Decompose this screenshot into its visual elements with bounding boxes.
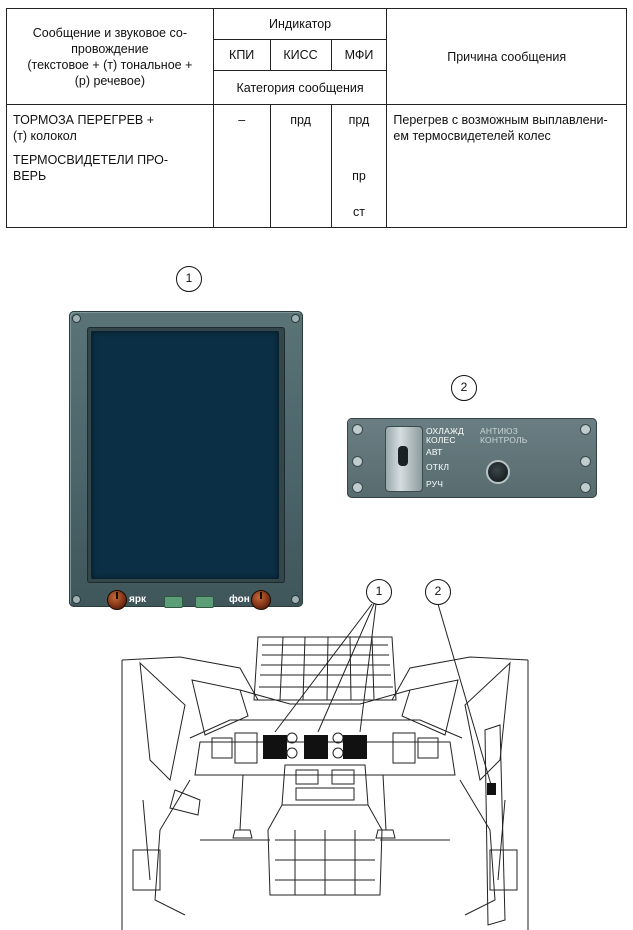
callout-2-panel: 2 [451, 375, 477, 401]
screw-icon [580, 482, 591, 493]
kiss-value: прд [290, 113, 311, 127]
mfi-value-1: прд [348, 113, 370, 127]
cooling-label-2: КОЛЕС [426, 435, 456, 445]
background-knob[interactable] [251, 590, 271, 610]
background-label: фон [229, 594, 250, 605]
mfi-value-3: ст [352, 205, 365, 219]
mfi-display-unit: ярк фон [69, 311, 303, 610]
screw-icon [291, 314, 300, 323]
screw-icon [580, 456, 591, 467]
screw-icon [352, 424, 363, 435]
header-indicator: Индикатор [212, 8, 388, 40]
screw-icon [72, 595, 81, 604]
header-kiss: КИСС [269, 39, 332, 71]
screw-icon [352, 482, 363, 493]
header-mfi: МФИ [330, 39, 388, 71]
antiskid-label-1: АНТИЮЗ [480, 426, 519, 436]
message-table: Сообщение и звуковое со- провождение (те… [6, 8, 627, 228]
header-message-cell: Сообщение и звуковое со- провождение (те… [6, 8, 214, 105]
kpi-value: – [238, 113, 246, 127]
mfi-button-right[interactable] [195, 596, 214, 608]
mfi-cell: прд пр ст [330, 104, 388, 228]
kpi-cell: – [212, 104, 271, 228]
cockpit-mfi-center [304, 735, 328, 759]
manual-label: РУЧ [426, 479, 444, 489]
screw-icon [291, 595, 300, 604]
header-kpi: КПИ [212, 39, 271, 71]
callout-1-cockpit: 1 [366, 579, 392, 605]
screw-icon [72, 314, 81, 323]
header-message-text: Сообщение и звуковое со- провождение (те… [27, 25, 193, 88]
callout-1-display: 1 [176, 266, 202, 292]
message-brakes-overheat: ТОРМОЗА ПЕРЕГРЕВ + (т) колокол [13, 113, 155, 143]
mfi-bezel [87, 327, 285, 583]
mfi-value-2: пр [352, 169, 366, 183]
brightness-label: ярк [129, 594, 146, 605]
reason-text: Перегрев с возможным выплавлени- ем терм… [393, 113, 608, 143]
mfi-button-left[interactable] [164, 596, 183, 608]
screw-icon [580, 424, 591, 435]
kiss-cell: прд [269, 104, 332, 228]
cockpit-mfi-right [343, 735, 367, 759]
callout-2-cockpit: 2 [425, 579, 451, 605]
reason-cell: Перегрев с возможным выплавлени- ем терм… [386, 104, 627, 228]
brightness-knob[interactable] [107, 590, 127, 610]
off-label: ОТКЛ [426, 462, 450, 472]
message-cell: ТОРМОЗА ПЕРЕГРЕВ + (т) колокол ТЕРМОСВИД… [6, 104, 214, 228]
cooling-label-1: ОХЛАЖД [426, 426, 464, 436]
wheel-cooling-panel: ОХЛАЖД КОЛЕС АВТ ОТКЛ РУЧ АНТИЮЗ КОНТРОЛ… [347, 418, 597, 498]
antiskid-test-button[interactable] [486, 460, 510, 484]
message-check-fuses: ТЕРМОСВИДЕТЕЛИ ПРО- ВЕРЬ [13, 153, 169, 183]
cooling-toggle-switch[interactable] [398, 446, 408, 466]
header-category: Категория сообщения [212, 70, 388, 105]
auto-label: АВТ [426, 447, 443, 457]
cockpit-cooling-panel [487, 783, 496, 795]
cockpit-mfi-left [263, 735, 287, 759]
screw-icon [352, 456, 363, 467]
antiskid-label-2: КОНТРОЛЬ [480, 435, 528, 445]
mfi-screen [91, 331, 279, 579]
header-reason: Причина сообщения [386, 8, 627, 105]
